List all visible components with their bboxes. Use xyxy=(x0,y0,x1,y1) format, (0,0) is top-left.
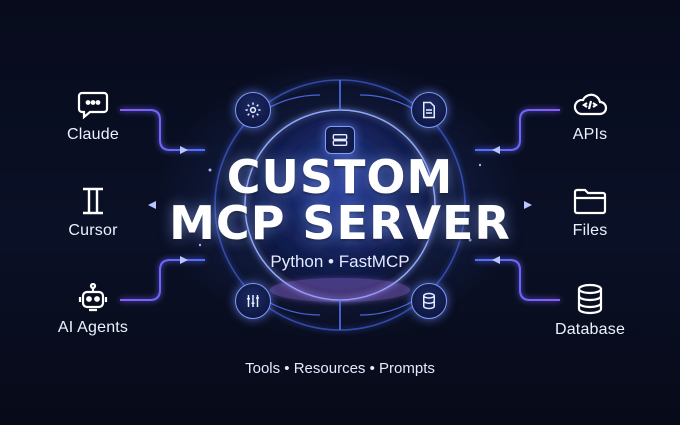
cloud-sync-icon xyxy=(573,93,608,116)
node-apis: APIs xyxy=(535,90,645,144)
chat-bubble-icon xyxy=(77,91,109,120)
spoke-tr xyxy=(359,94,416,111)
node-ai-agents: AI Agents xyxy=(38,283,148,337)
title-line-1: CUSTOM xyxy=(226,150,454,204)
arrow-cursor xyxy=(148,201,156,209)
folder-icon xyxy=(573,188,607,215)
equalizer-icon xyxy=(235,283,271,319)
database-icon xyxy=(577,283,603,315)
wire-database xyxy=(475,259,560,301)
node-label: Cursor xyxy=(68,222,118,239)
database-icon xyxy=(411,283,447,319)
spoke-tl xyxy=(264,94,321,111)
orb-bottom-glow xyxy=(270,278,410,302)
spoke-br xyxy=(359,299,416,316)
document-icon xyxy=(411,92,447,128)
node-label: Database xyxy=(554,321,626,338)
node-label: AI Agents xyxy=(57,319,129,336)
arrow-claude xyxy=(180,146,188,154)
node-files: Files xyxy=(535,186,645,240)
gear-icon xyxy=(235,92,271,128)
node-cursor: Cursor xyxy=(38,186,148,240)
subtitle: Python • FastMCP xyxy=(270,252,410,271)
wire-claude xyxy=(120,109,205,151)
spoke-bl xyxy=(264,299,321,316)
cursor-text-icon xyxy=(83,187,103,215)
wire-agents xyxy=(120,259,205,301)
arrow-agents xyxy=(180,256,188,264)
arrow-files xyxy=(524,201,532,209)
node-label: Claude xyxy=(67,126,119,143)
server-icon xyxy=(325,126,355,154)
node-database: Database xyxy=(535,283,645,339)
title-line-2: MCP SERVER xyxy=(169,196,511,250)
node-claude: Claude xyxy=(38,90,148,144)
arrow-database xyxy=(492,256,500,264)
wire-apis xyxy=(475,109,560,151)
node-label: APIs xyxy=(572,126,608,143)
robot-icon xyxy=(78,283,108,312)
footer-caption: Tools • Resources • Prompts xyxy=(245,360,435,377)
node-label: Files xyxy=(572,222,608,239)
arrow-apis xyxy=(492,146,500,154)
